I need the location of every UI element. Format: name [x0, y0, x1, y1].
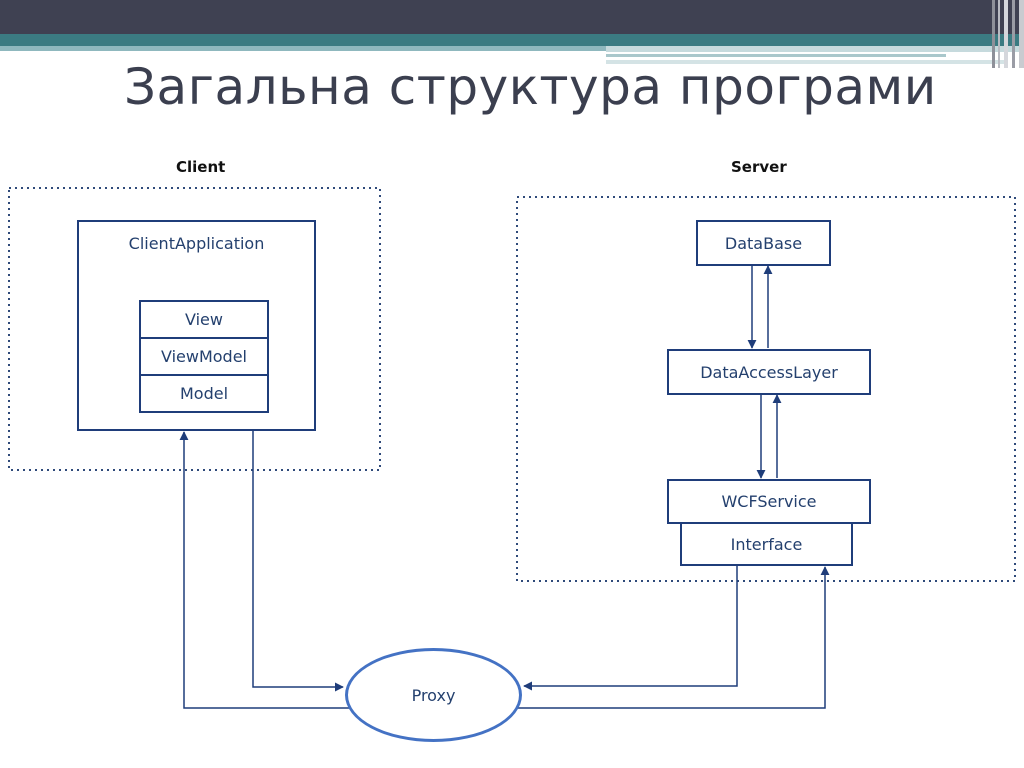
- view-box: View: [139, 300, 269, 339]
- model-box: Model: [139, 374, 269, 413]
- client-application-label: ClientApplication: [128, 234, 265, 253]
- arrow-interface-to-proxy: [523, 565, 738, 691]
- server-group-label: Server: [731, 158, 787, 176]
- data-access-layer-label: DataAccessLayer: [700, 362, 838, 382]
- wcfservice-box: WCFService: [667, 479, 871, 524]
- client-group-label: Client: [176, 158, 226, 176]
- database-label: DataBase: [724, 233, 803, 253]
- client-group-border: [8, 187, 381, 471]
- proxy-label: Proxy: [411, 685, 456, 705]
- arrow-clientapp-to-proxy: [252, 430, 344, 692]
- arrow-proxy-to-interface: [516, 566, 830, 709]
- slide-title: Загальна структура програми: [124, 58, 937, 116]
- proxy-ellipse: Proxy: [345, 648, 522, 742]
- data-access-layer-box: DataAccessLayer: [667, 349, 871, 395]
- interface-label: Interface: [730, 534, 803, 554]
- viewmodel-box: ViewModel: [139, 337, 269, 376]
- server-group-border: [516, 196, 1016, 582]
- database-box: DataBase: [696, 220, 831, 266]
- view-label: View: [185, 310, 223, 329]
- header-decoration: [0, 0, 1024, 68]
- arrow-proxy-to-clientapp: [179, 431, 350, 709]
- interface-box: Interface: [680, 522, 853, 566]
- viewmodel-label: ViewModel: [160, 347, 247, 366]
- wcfservice-label: WCFService: [721, 492, 817, 511]
- model-label: Model: [179, 384, 229, 403]
